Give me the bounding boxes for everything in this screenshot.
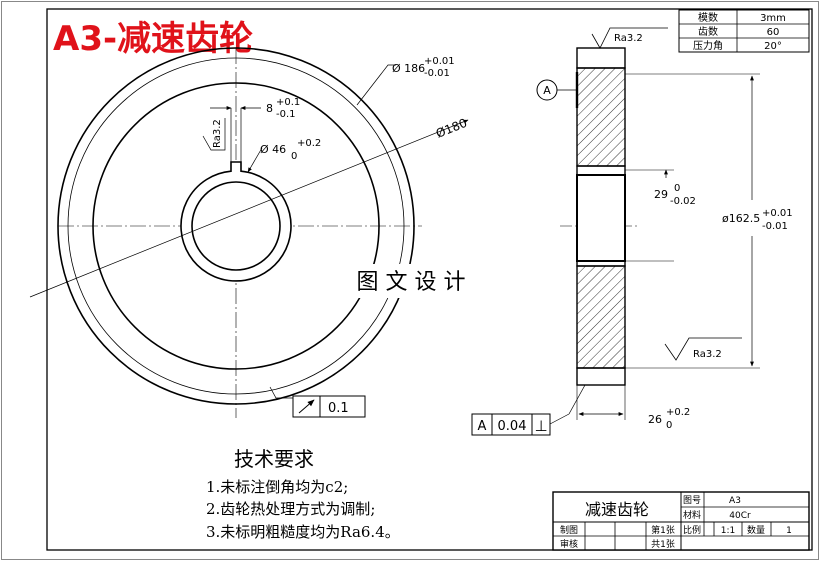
- gear-params-table: 模数 3mm 齿数 60 压力角 20°: [678, 9, 810, 53]
- part-name: 减速齿轮: [585, 500, 649, 519]
- drawing-title: A3-减速齿轮: [53, 19, 253, 59]
- param-value-pressure-angle: 20°: [764, 41, 782, 52]
- watermark: 图 文 设 计: [357, 270, 466, 295]
- outer-dia-tol-lower: -0.01: [424, 68, 450, 79]
- param-label-pressure-angle: 压力角: [693, 39, 723, 52]
- inner-frame: [46, 8, 813, 551]
- title-block: 减速齿轮 图号 A3 材料 40Cr 制图 审核 第1张 共1张 比例 1:1 …: [552, 491, 810, 551]
- bore-with-keyway: [180, 161, 292, 282]
- datum-a-label: A: [543, 84, 551, 97]
- param-label-teeth: 齿数: [698, 25, 718, 38]
- keyway-tol-lower: -0.1: [276, 109, 296, 120]
- drawing-no: A3: [729, 496, 741, 506]
- pitch-dia-label: Ø180: [434, 116, 469, 141]
- gear-pitch-circle: [67, 57, 405, 395]
- param-value-module: 3mm: [760, 13, 786, 24]
- width-tol-upper: +0.2: [666, 407, 690, 418]
- bore-tol-lower: 0: [291, 151, 297, 162]
- front-view: Ø180 Ø 186 +0.01 -0.01 8 +0.1 -0.1 Ra3.2…: [29, 47, 469, 418]
- keyway-width-label: 8: [266, 102, 273, 115]
- requirement-item: 1.未标注倒角均为c2;: [206, 478, 348, 496]
- scale-value: 1:1: [721, 526, 735, 536]
- param-value-teeth: 60: [767, 27, 780, 38]
- outer-dia-label: Ø 186: [392, 62, 425, 75]
- side-dia-label: ø162.5: [722, 212, 760, 225]
- total-sheets-label: 共1张: [651, 539, 675, 550]
- requirement-item: 3.未标明粗糙度均为Ra6.4。: [206, 523, 400, 541]
- param-label-module: 模数: [698, 11, 718, 24]
- runout-value: 0.1: [328, 401, 349, 416]
- technical-requirements: 技术要求 1.未标注倒角均为c2; 2.齿轮热处理方式为调制; 3.未标明粗糙度…: [206, 447, 400, 541]
- keyway-tol-upper: +0.1: [276, 97, 300, 108]
- bore-dia-label: Ø 46: [260, 143, 286, 156]
- qty-label: 数量: [747, 524, 765, 536]
- side-dia-tol-lower: -0.01: [762, 221, 788, 232]
- bore-tol-upper: +0.2: [297, 138, 321, 149]
- keyway-roughness-label: Ra3.2: [212, 119, 223, 148]
- material-value: 40Cr: [729, 511, 751, 521]
- perp-datum: A: [478, 419, 487, 434]
- width-dim-label: 26: [648, 413, 662, 426]
- sheet-label: 第1张: [651, 524, 675, 536]
- material-label: 材料: [683, 509, 701, 521]
- width-tol-lower: 0: [666, 420, 672, 431]
- pitch-dia-leader: [29, 119, 469, 298]
- gear-hub-circle: [92, 82, 380, 370]
- roughness-bottom: Ra3.2: [693, 349, 722, 360]
- side-dia-tol-upper: +0.01: [762, 208, 793, 219]
- bore-section: [576, 174, 626, 262]
- drawn-label: 制图: [560, 524, 578, 536]
- roughness-top: Ra3.2: [614, 33, 643, 44]
- scale-label: 比例: [683, 524, 701, 536]
- side-view: Ra3.2 A 29 0 -0.02 ø162.5 +0.01 -0.01 Ra…: [471, 27, 793, 436]
- requirements-heading: 技术要求: [234, 447, 314, 471]
- runout-arrow-icon: [298, 399, 315, 414]
- drawing-no-label: 图号: [683, 495, 701, 506]
- hub-tol-lower: -0.02: [670, 196, 696, 207]
- hub-dim-label: 29: [654, 188, 668, 201]
- bore-inner-circle: [191, 181, 281, 271]
- perp-value: 0.04: [498, 419, 527, 434]
- outer-dia-tol-upper: +0.01: [424, 56, 455, 67]
- qty-value: 1: [786, 526, 792, 536]
- perpendicular-icon: ⊥: [534, 417, 547, 435]
- hub-tol-upper: 0: [674, 183, 680, 194]
- requirement-item: 2.齿轮热处理方式为调制;: [206, 500, 375, 518]
- checked-label: 审核: [560, 538, 578, 550]
- gear-outer-circle: [57, 47, 415, 405]
